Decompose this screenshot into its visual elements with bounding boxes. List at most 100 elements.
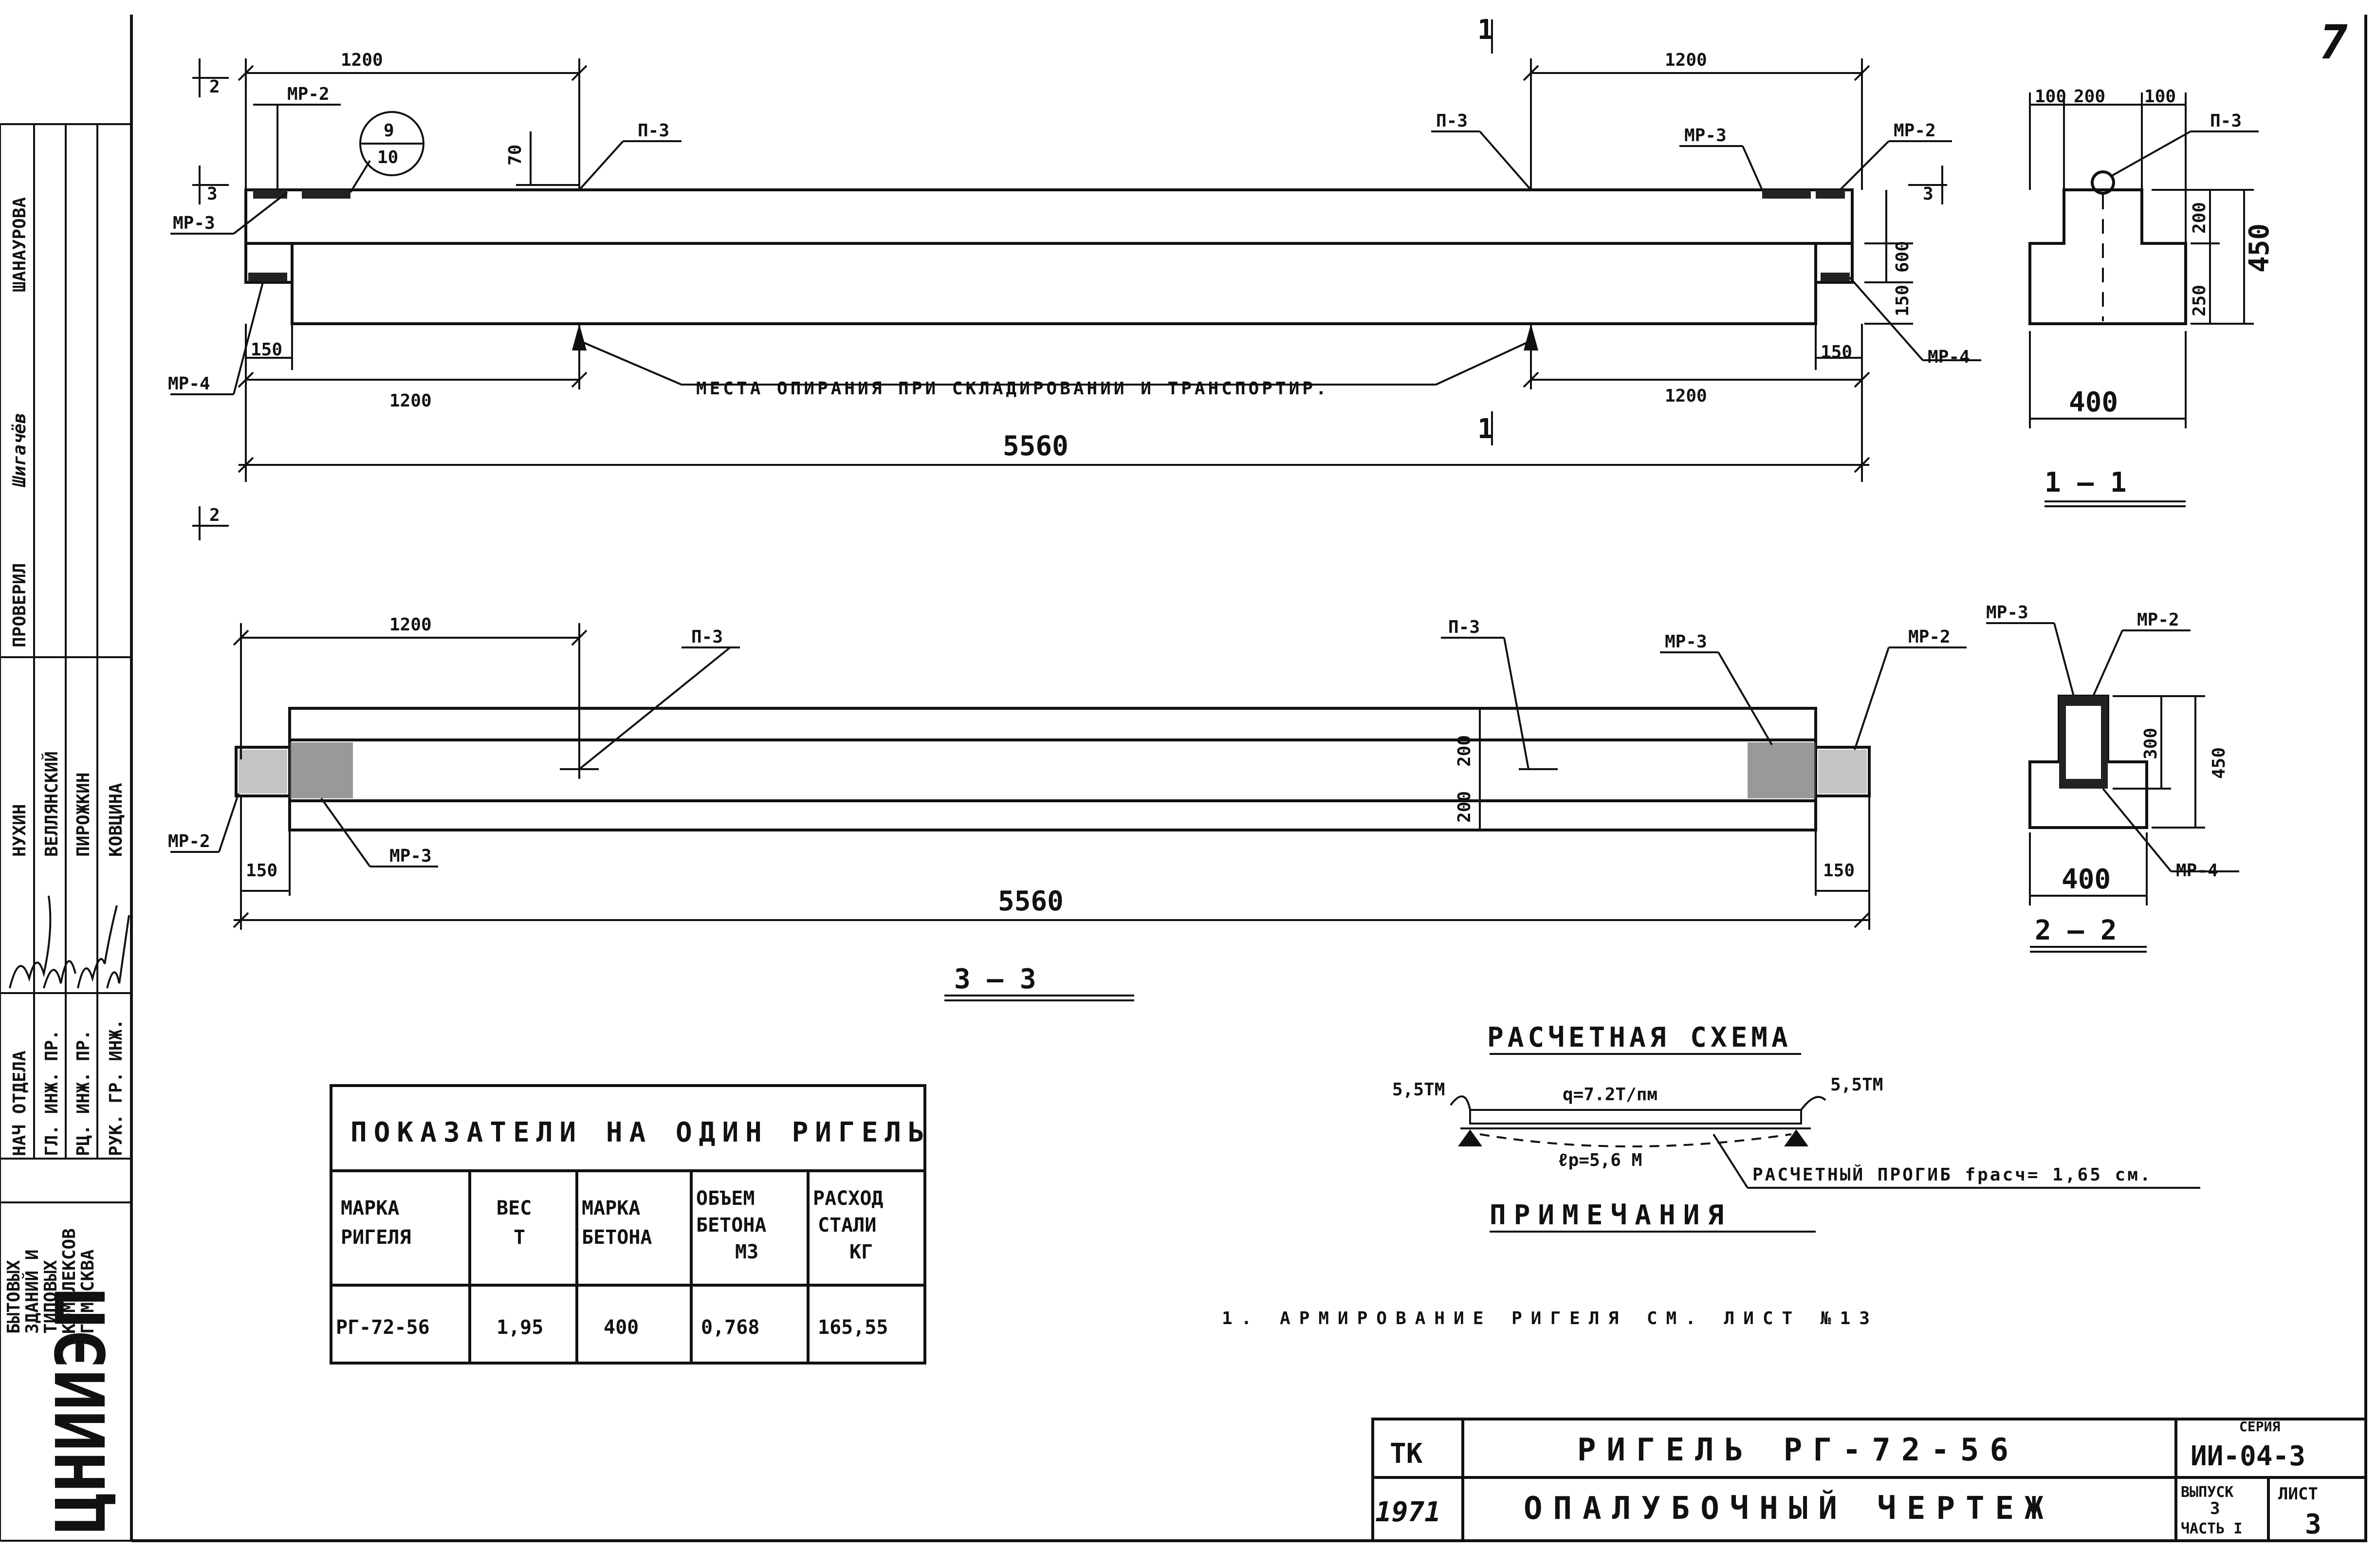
title-block-part: ЧАСТЬ I	[2181, 1520, 2242, 1537]
title-block-issue-label: ВЫПУСК	[2181, 1484, 2233, 1501]
table-cell-steel: 165,55	[818, 1316, 888, 1339]
elevation-end-right: 150	[1821, 342, 1852, 362]
elevation-callout-top: 9	[384, 121, 394, 141]
notes-item-1: 1. АРМИРОВАНИЕ РИГЕЛЯ СМ. ЛИСТ №13	[1222, 1309, 1879, 1328]
stamp-org-line-4: КОМПЛЕКСОВ	[59, 1228, 79, 1334]
plan-view: 1200 5560 150 150 200 200 П-3 П-3 МР-3 М…	[168, 615, 1967, 1001]
elevation-end-left: 150	[251, 340, 282, 360]
elevation-label-mp2-right: МР-2	[1894, 121, 1936, 141]
elevation-dim-600: 600	[1893, 241, 1913, 273]
section-1-dim-200-v: 200	[2190, 202, 2210, 234]
plan-label-mp3-right: МР-3	[1665, 632, 1707, 652]
elevation-callout-bottom: 10	[377, 148, 398, 167]
plan-label-mp2-right: МР-2	[1908, 627, 1951, 647]
title-block-series: ИИ-04-3	[2191, 1440, 2305, 1472]
scheme-span: ℓр=5,6 М	[1558, 1150, 1642, 1170]
stamp-role-1: НАЧ ОТДЕЛА	[10, 1051, 30, 1156]
elevation-dim-bottom-right: 1200	[1665, 386, 1707, 406]
plan-end-left: 150	[246, 861, 277, 881]
stamp-name-1: НУХИН	[10, 804, 30, 857]
table-title: ПОКАЗАТЕЛИ НА ОДИН РИГЕЛЬ	[350, 1117, 931, 1148]
stamp-role-3: РЦ. ИНЖ. ПР.	[74, 1030, 93, 1156]
section-2-2: МР-3 МР-2 МР-4 300 450 400 2 — 2	[1986, 603, 2239, 953]
stamp: НАЧ ОТДЕЛА ГЛ. ИНЖ. ПР. РЦ. ИНЖ. ПР. РУК…	[0, 123, 132, 1542]
section-1-width: 400	[2069, 387, 2118, 418]
table-header-volume-2: БЕТОНА	[696, 1214, 767, 1236]
elevation-overall-dim: 5560	[1003, 430, 1068, 462]
elevation-web	[291, 242, 1817, 325]
elevation-dim-top-right: 1200	[1665, 50, 1707, 70]
table-header-weight-1: ВЕС	[497, 1197, 532, 1219]
plan-label-mp2-left: МР-2	[168, 831, 210, 851]
scheme-title: РАСЧЕТНАЯ СХЕМА	[1487, 1022, 1792, 1053]
elevation-right-step	[1814, 242, 1854, 284]
stamp-name-3: ПИРОЖКИН	[74, 773, 93, 857]
notes: ПРИМЕЧАНИЯ 1. АРМИРОВАНИЕ РИГЕЛЯ СМ. ЛИС…	[1222, 1199, 1879, 1328]
table-header-steel-2: СТАЛИ	[818, 1214, 876, 1236]
table-header-mark-1: МАРКА	[341, 1197, 399, 1219]
elevation-label-mp3-right: МР-3	[1684, 126, 1727, 146]
title-block-issue: 3	[2210, 1499, 2220, 1518]
title-block-tk: ТК	[1390, 1438, 1423, 1470]
table-header-steel-3: КГ	[849, 1241, 873, 1263]
elevation-label-mp4-right: МР-4	[1928, 347, 1970, 367]
plan-width-top: 200	[1455, 735, 1474, 767]
plan-overall-dim: 5560	[998, 885, 1064, 917]
title-block-year: 1971	[1375, 1496, 1441, 1528]
section-2-title: 2 — 2	[2035, 915, 2117, 946]
title-block-series-label: СЕРИЯ	[2239, 1419, 2280, 1435]
table-header-weight-2: Т	[514, 1226, 525, 1249]
elevation-left-step	[244, 242, 294, 284]
section-1-dim-250-v: 250	[2190, 285, 2210, 316]
section-1-label-p3: П-3	[2210, 111, 2242, 131]
section-2-width: 400	[2062, 864, 2111, 895]
section-1-dim-100-left: 100	[2035, 87, 2066, 107]
plan-embedded-plates	[239, 742, 1867, 798]
design-scheme: РАСЧЕТНАЯ СХЕМА 5,5ТМ 5,5ТМ q=7.2Т/пм ℓр…	[1392, 1022, 2200, 1233]
elevation-label-mp4-left: МР-4	[168, 374, 210, 394]
section-2-label-mp2: МР-2	[2137, 610, 2179, 630]
elevation-support-note: МЕСТА ОПИРАНИЯ ПРИ СКЛАДИРОВАНИИ И ТРАНС…	[696, 379, 1329, 399]
stamp-checked-name: ШАНАУРОВА	[10, 197, 30, 292]
title-block-sheet-label: ЛИСТ	[2278, 1484, 2318, 1504]
stamp-org-line-5: Г.МОСКВА	[78, 1249, 98, 1334]
section-2-outline	[2028, 695, 2148, 829]
plan-end-right: 150	[1823, 861, 1855, 881]
table-header-concrete-1: МАРКА	[582, 1197, 640, 1219]
table-header-volume-3: М3	[735, 1241, 758, 1263]
title-block-name: РИГЕЛЬ РГ-72-56	[1577, 1432, 2019, 1468]
scheme-load: q=7.2Т/пм	[1563, 1085, 1658, 1105]
section-2-dim-450: 450	[2209, 747, 2229, 779]
stamp-name-4: КОВЦИНА	[106, 783, 126, 857]
table-cell-concrete: 400	[604, 1316, 639, 1339]
section-1-dim-200: 200	[2074, 87, 2105, 107]
stamp-org-line-3: ТИПОВЫХ	[41, 1260, 61, 1334]
section-2-label-mp3: МР-3	[1986, 603, 2028, 623]
elevation-label-p3-right: П-3	[1436, 111, 1468, 131]
elevation-view: 1200 1200 1200 1200 5560 150 150 1 1 2 2…	[168, 14, 1981, 540]
stamp-org-line-2: ЗДАНИЙ И	[22, 1250, 42, 1334]
plan-outer-outline	[288, 707, 1817, 831]
plan-width-bottom: 200	[1455, 791, 1474, 823]
elevation-cut-1-top: 1	[1477, 14, 1494, 46]
scheme-moment-right: 5,5ТМ	[1830, 1075, 1883, 1095]
elevation-dim-70: 70	[505, 145, 525, 166]
section-1-dim-100-right: 100	[2144, 87, 2176, 107]
title-block-subtitle: ОПАЛУБОЧНЫЙ ЧЕРТЕЖ	[1524, 1490, 2054, 1527]
plan-label-p3-left: П-3	[691, 627, 723, 647]
plan-label-mp3-left: МР-3	[389, 846, 432, 866]
scheme-deflection: РАСЧЕТНЫЙ ПРОГИБ fрасч= 1,65 см.	[1752, 1164, 2153, 1185]
scheme-moment-left: 5,5ТМ	[1392, 1080, 1445, 1100]
signature-scribbles	[9, 895, 130, 989]
elevation-cut-3-right: 3	[1923, 184, 1934, 204]
section-2-dim-300: 300	[2141, 728, 2161, 759]
stamp-name-2: ВЕЛЛЯНСКИЙ	[41, 751, 62, 857]
elevation-top-flange	[244, 188, 1854, 245]
table-cell-mark: РГ-72-56	[336, 1316, 430, 1339]
plan-section-title: 3 — 3	[954, 963, 1036, 995]
title-block: ТК 1971 РИГЕЛЬ РГ-72-56 ОПАЛУБОЧНЫЙ ЧЕРТ…	[1371, 1418, 2367, 1542]
elevation-dim-bottom-left: 1200	[389, 391, 432, 411]
table-header-mark-2: РИГЕЛЯ	[341, 1226, 411, 1249]
